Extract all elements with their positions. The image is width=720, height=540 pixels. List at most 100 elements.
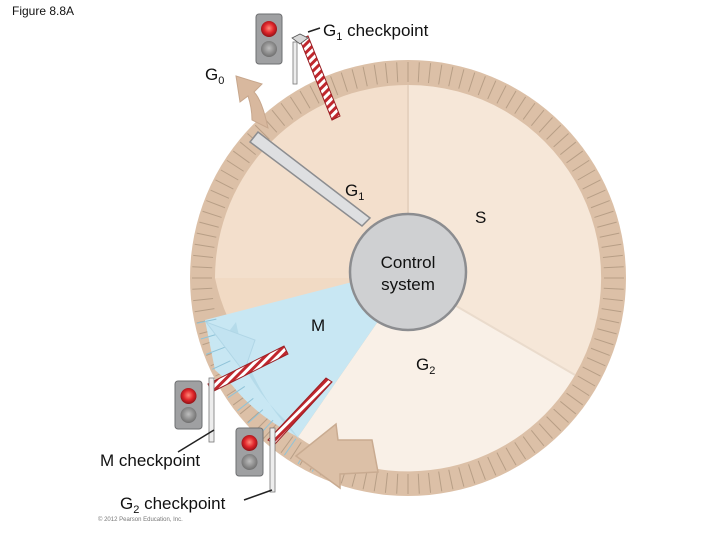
rim-tick	[330, 76, 339, 96]
rim-tick	[577, 169, 596, 181]
rim-tick	[590, 200, 610, 209]
m-traffic-light	[174, 380, 203, 430]
rim-tick	[496, 85, 507, 104]
rim-tick	[199, 221, 219, 228]
g2-phase-sector	[298, 278, 575, 472]
rim-tick	[362, 66, 368, 87]
rim-tick	[572, 159, 590, 172]
m-rim-tick	[205, 346, 225, 355]
rim-tick	[220, 169, 239, 181]
rim-tick	[560, 400, 577, 415]
rim-tick	[582, 179, 601, 190]
copyright-notice: © 2012 Pearson Education, Inc.	[98, 517, 183, 523]
rim-tick	[193, 254, 214, 259]
rim-tick	[468, 72, 476, 92]
g2-checkpoint-gate	[267, 377, 333, 493]
rim-tick	[514, 96, 527, 114]
rim-tick	[496, 452, 507, 471]
rim-tick	[373, 64, 378, 85]
s-phase-label: S	[475, 208, 486, 227]
g1-traffic-light	[255, 13, 283, 65]
figure-label: Figure 8.8A	[12, 4, 75, 18]
rim-tick	[239, 141, 256, 156]
m-rim-tick	[212, 360, 231, 370]
cycle-direction-arrow	[294, 422, 379, 490]
rim-tick	[505, 90, 517, 109]
rim-tick	[458, 69, 465, 89]
rim-tick	[599, 318, 620, 324]
rim-tick	[468, 464, 476, 484]
rim-tick	[505, 447, 517, 466]
rim-tick	[206, 200, 226, 209]
m-checkpoint-gate	[207, 345, 289, 443]
rim-tick	[487, 456, 497, 476]
g2-phase-label: G2	[416, 355, 435, 377]
rim-tick	[590, 347, 610, 356]
rim-tick	[417, 62, 420, 83]
rim-tick	[351, 69, 358, 89]
rim-tick	[196, 232, 217, 238]
rim-tick	[514, 442, 527, 460]
rim-tick	[553, 408, 569, 423]
rim-tick	[599, 232, 620, 238]
rim-tick	[427, 63, 432, 84]
rim-tick	[458, 467, 465, 487]
m-rim-tick	[247, 409, 264, 424]
m-phase-arrow	[204, 320, 256, 374]
rim-tick	[566, 150, 584, 164]
rim-tick	[309, 85, 320, 104]
rim-tick	[602, 297, 623, 302]
rim-tick	[566, 392, 584, 406]
control-system-label: Control system	[352, 252, 464, 296]
rim-tick	[487, 80, 497, 100]
m-rim-tick	[284, 438, 297, 456]
rim-tick	[232, 150, 250, 164]
rim-tick	[477, 76, 486, 96]
rim-tick	[582, 366, 601, 377]
rim-tick	[340, 72, 348, 92]
rim-tick	[601, 243, 622, 248]
rim-tick	[289, 442, 302, 460]
m-checkpoint-leader	[177, 429, 215, 453]
g1-checkpoint-label: G1 checkpoint	[323, 21, 429, 43]
rim-tick	[396, 62, 399, 83]
rim-tick	[538, 423, 553, 439]
control-system-line-2: system	[381, 275, 435, 294]
rim-tick	[597, 221, 617, 228]
rim-tick	[280, 436, 294, 454]
rim-tick	[546, 124, 562, 140]
m-checkpoint-label: M checkpoint	[100, 451, 200, 470]
rim-tick	[538, 117, 553, 133]
rim-tick	[202, 210, 222, 218]
rim-tick	[522, 436, 536, 454]
g2-checkpoint-leader	[243, 489, 273, 501]
rim-tick	[546, 416, 562, 432]
g1-checkpoint-leader	[307, 27, 321, 33]
rim-tick	[210, 189, 230, 199]
m-rim-tick	[196, 318, 217, 324]
rim-tick	[560, 141, 577, 156]
rim-tick	[594, 338, 614, 346]
rim-tick	[226, 159, 244, 172]
rim-tick	[594, 210, 614, 218]
rim-tick	[384, 63, 389, 84]
rim-tick	[601, 308, 622, 313]
rim-tick	[417, 473, 420, 494]
m-rim-tick	[227, 386, 246, 398]
rim-tick	[522, 102, 536, 120]
control-system-line-1: Control	[380, 253, 436, 272]
rim-tick	[289, 96, 302, 114]
rim-tick	[530, 109, 545, 126]
rim-tick	[603, 266, 624, 269]
g0-phase-label: G0	[205, 65, 224, 87]
m-phase-label: M	[311, 316, 325, 335]
g2-traffic-light	[235, 427, 264, 477]
rim-tick	[438, 64, 443, 85]
rim-tick	[586, 357, 606, 367]
rim-tick	[194, 308, 215, 313]
rim-tick	[553, 133, 569, 148]
rim-tick	[299, 90, 311, 109]
rim-tick	[597, 328, 617, 335]
g1-checkpoint-gate	[291, 33, 341, 121]
